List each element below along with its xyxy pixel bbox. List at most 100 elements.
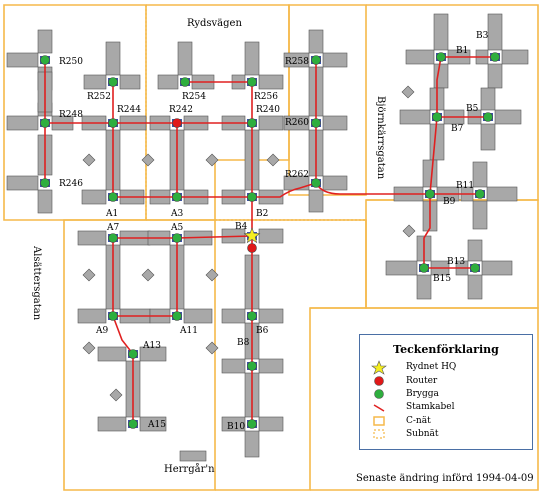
node-label: R248 [59,110,83,120]
bridge-node [108,77,118,87]
lawn-marker-icon [205,341,219,355]
bridge-node [247,419,257,429]
building [258,228,284,244]
node-label: B2 [256,209,269,219]
building [487,63,503,89]
building [422,159,438,188]
node-label: A1 [106,209,119,219]
node-label: B1 [456,46,469,56]
lawn-marker-icon [401,85,415,99]
building [283,115,310,131]
building [416,274,432,300]
node-label: B5 [466,104,479,114]
building [487,13,503,51]
bridge-node [425,189,435,199]
node-label: A7 [107,223,120,233]
building [77,308,107,324]
building [258,416,284,432]
building [322,115,348,131]
building [221,358,246,374]
building [177,41,193,76]
building [258,115,284,131]
node-label: A3 [171,209,184,219]
node-label: A9 [96,326,109,336]
building [472,200,488,230]
building [139,346,167,362]
legend-router-icon [374,376,384,386]
cnet-boundary [63,219,216,491]
building [221,416,246,432]
node-label: A13 [143,341,161,351]
bridge-node [247,77,257,87]
building [6,175,39,191]
bridge-node [108,233,118,243]
trunk-cable [436,56,442,117]
hq-star-icon [243,227,261,244]
building [322,175,348,191]
building [494,109,522,125]
node-label: B9 [443,197,456,207]
node-label: R246 [59,179,83,189]
lawn-marker-icon [82,268,96,282]
bridge-node [475,189,485,199]
building [429,123,445,161]
cnet-boundary [215,219,367,491]
node-label: B6 [256,326,269,336]
lawn-marker-icon [205,153,219,167]
node-label: B7 [451,124,464,134]
building [399,109,431,125]
last-change-note: Senaste ändring införd 1994-04-09 [356,473,534,484]
bridge-node [311,178,321,188]
building [486,186,518,202]
building [244,430,260,458]
node-label: R240 [256,105,280,115]
lawn-marker-icon [402,224,416,238]
lawn-marker-icon [141,153,155,167]
lawn-marker-icon [82,341,96,355]
bridge-node [490,52,500,62]
bridge-node [40,118,50,128]
building [83,74,107,90]
legend-bridge-icon [374,389,384,399]
bridge-node [247,311,257,321]
router-node [172,118,182,128]
legend-subnet-icon [373,429,385,439]
bridge-node [108,311,118,321]
legend-symbols [371,360,387,439]
bridge-node [419,263,429,273]
cnet-boundary [310,307,539,491]
bridge-node [483,112,493,122]
node-label: R250 [59,57,83,67]
node-label: R260 [285,118,309,128]
legend-label-cable: Stamkabel [406,402,455,412]
legend-label-cnet: C-nät [406,416,431,426]
bridge-node [436,52,446,62]
node-label: R242 [169,105,193,115]
building [405,49,435,65]
cnet-boundary [366,4,539,201]
building [467,274,483,300]
node-label: R262 [285,170,309,180]
building [283,52,310,68]
node-label: B3 [476,31,489,41]
building [97,346,127,362]
bridge-node [247,192,257,202]
legend-label-subnet: Subnät [406,429,439,439]
legend-label-hq: Rydnet HQ [406,362,457,372]
lawn-marker-icon [82,153,96,167]
bridge-node [432,112,442,122]
building [308,189,324,213]
legend-title: Teckenförklaring [393,343,499,356]
building [472,161,488,188]
building [37,29,53,54]
legend: Teckenförklaring Rydnet HQ Router Brygga… [359,334,533,450]
trunk-cable [423,194,431,268]
building [6,52,39,68]
lawn-marker-icon [109,388,123,402]
road-label-alsattersgatan: Alsättersgatan [31,246,42,321]
building [105,41,121,76]
node-label: B4 [235,222,248,232]
lawn-marker-icon [205,268,219,282]
cnet-boundary [288,4,367,196]
